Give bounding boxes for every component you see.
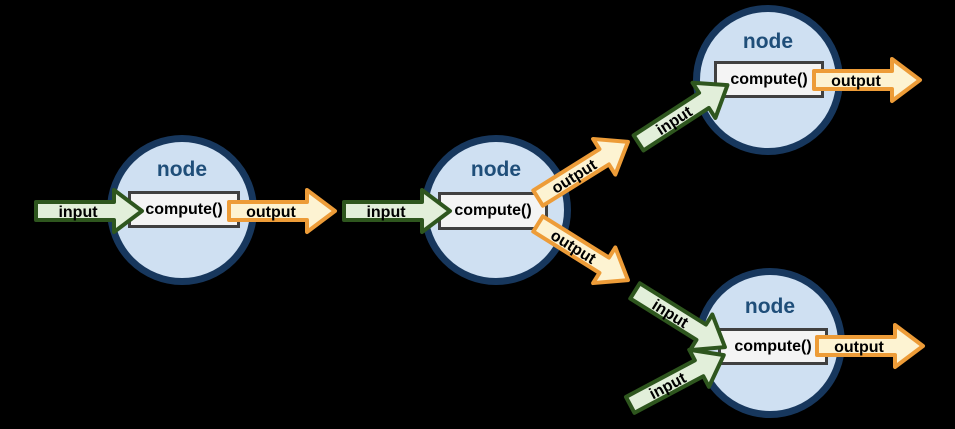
output-arrow-node4: output <box>815 323 925 369</box>
output-arrow-shape <box>227 188 337 234</box>
output-arrow-label: output <box>834 339 884 356</box>
compute-box-2: compute() <box>438 192 548 230</box>
output-arrow-node1: output <box>227 188 337 234</box>
output-arrow-label: output <box>831 73 881 90</box>
input-arrow-shape <box>623 347 726 415</box>
input-arrow-shape <box>34 188 144 234</box>
compute-box-4: compute() <box>718 328 828 365</box>
node-label-3: node <box>742 30 794 53</box>
input-arrow-shape <box>631 80 730 153</box>
node-label-4: node <box>744 295 796 318</box>
compute-box-1: compute() <box>128 191 240 228</box>
node-label-1: node <box>156 158 208 181</box>
input-arrow-node1: input <box>34 188 144 234</box>
output-arrow-shape <box>815 323 925 369</box>
output-arrow-label: output <box>246 204 296 221</box>
input-arrow-shape <box>628 281 727 353</box>
output-arrow-shape <box>531 136 630 208</box>
input-arrow-label: input <box>366 204 406 221</box>
output-arrow-node3: output <box>812 57 922 103</box>
output-arrow-shape <box>812 57 922 103</box>
output-arrow-node2-lower: output <box>531 214 630 286</box>
input-arrow-node4-lower: input <box>623 347 726 415</box>
input-arrow-node4-upper: input <box>628 281 727 353</box>
input-arrow-shape <box>342 188 452 234</box>
output-arrow-shape <box>531 214 630 286</box>
input-arrow-node3: input <box>631 80 730 153</box>
node-label-2: node <box>470 158 522 181</box>
input-arrow-label: input <box>58 204 98 221</box>
output-arrow-node2-upper: output <box>531 136 630 208</box>
input-arrow-node2: input <box>342 188 452 234</box>
